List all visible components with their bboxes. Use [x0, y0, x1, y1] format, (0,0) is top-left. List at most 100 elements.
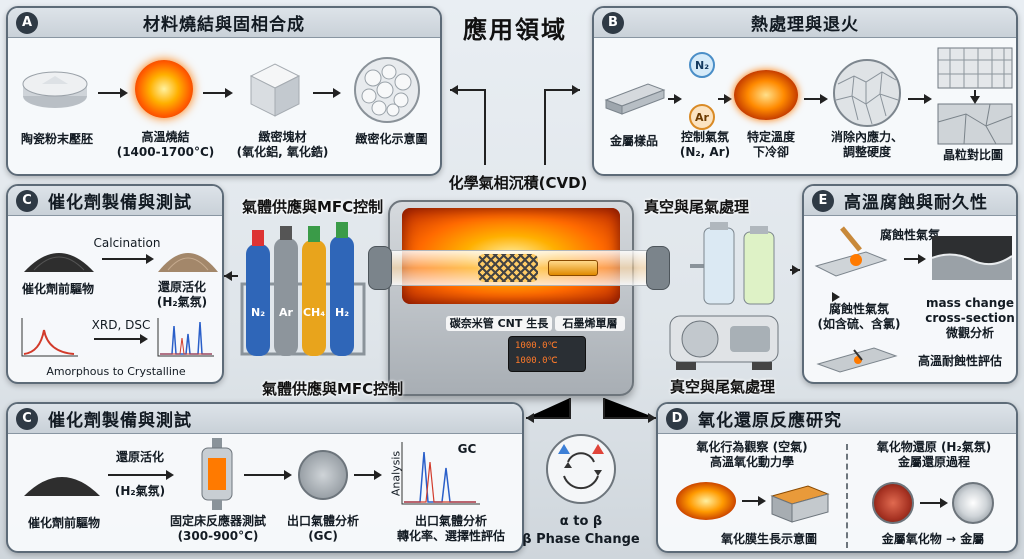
panel-c1-badge: C [16, 189, 38, 212]
panel-c1-catalyst: C 催化劑製備與測試 Calcination 催化劑前驅物 還原活化(H₂氣氛)… [6, 184, 224, 384]
panel-d-divider [846, 444, 848, 548]
ceramic-pellet-icon [22, 71, 88, 108]
panel-a-step2-label: 高溫燒結(1400-1700°C) [116, 130, 215, 159]
c2-precursor-label: 催化劑前驅物 [27, 516, 100, 530]
c2-activation-atmosphere-label: (H₂氣氛) [114, 484, 166, 498]
temperature-display-1: 1000.0℃ [515, 341, 558, 351]
panel-b-step4-label: 消除內應力、調整硬度 [830, 130, 903, 159]
arrow-a2 [203, 88, 233, 98]
metal-oxide-icon [872, 482, 914, 524]
panel-d-badge: D [666, 407, 688, 430]
arrow-b2 [718, 94, 732, 104]
alpha-beta-label: α to β [559, 514, 603, 529]
arrow-e1 [904, 254, 926, 264]
panel-d-redox: D 氧化還原反應研究 氧化行為觀察 (空氣)高溫氧化動力學 氧化膜生長示意圖 氧… [656, 402, 1018, 553]
c2-outlet-gc-label: 出口氣體分析(GC) [286, 514, 359, 543]
xrd-dsc-label: XRD, DSC [91, 318, 151, 332]
cylinder-ch4-label: CH₄ [302, 306, 326, 319]
arrow-c2-2 [244, 470, 292, 480]
gas-cylinders-icon [240, 222, 366, 356]
panel-c2-catalyst-testing: C 催化劑製備與測試 還原活化 (H₂氣氛) Analysis GC 催化劑前驅… [6, 402, 524, 553]
xrd-crystalline-plot [157, 318, 214, 357]
fixed-bed-reactor-icon [201, 438, 233, 510]
arrow-c1-calcination [102, 254, 154, 264]
grain-comparison-icon [937, 47, 1013, 145]
corroded-plate-icon [816, 347, 898, 373]
panel-d-title: 氧化還原反應研究 [698, 411, 842, 431]
arrow-c2-3 [354, 470, 382, 480]
cnt-mesh [478, 254, 538, 282]
furnace-control-panel: 1000.0℃ 1000.0℃ [508, 336, 586, 372]
panel-b-step5-label: 晶粒對比圖 [942, 148, 1003, 162]
panel-a-title: 材料燒結與固相合成 [143, 15, 305, 35]
phase-change-label: β Phase Change [522, 532, 640, 547]
arrow-b4 [908, 94, 932, 104]
arrow-a1 [98, 88, 128, 98]
c2-activation-label: 還原活化 [115, 450, 164, 464]
tube-endcap-right [646, 246, 670, 290]
panel-b-step3-label: 特定溫度下冷卻 [746, 130, 795, 159]
xrd-amorphous-plot [21, 318, 78, 357]
panel-b-badge: B [602, 11, 624, 34]
arrow-b1 [668, 94, 682, 104]
phase-change-cycle-icon [546, 434, 616, 504]
sintering-fire-icon [135, 60, 193, 118]
densification-microstructure-icon [354, 57, 420, 123]
cvd-title: 化學氣相沉積(CVD) [448, 174, 588, 192]
gc-sample-microstructure-icon [298, 450, 348, 500]
analysis-axis-label: Analysis [389, 450, 403, 497]
precursor-powder-pile-icon [24, 253, 94, 272]
arrow-c2-1 [108, 470, 174, 480]
c2-fixed-bed-label: 固定床反應器測試(300-900°C) [169, 514, 266, 543]
gas-supply-label-top: 氣體供應與MFC控制 [242, 198, 384, 216]
corrosion-eval-label: 高溫耐蝕性評估 [917, 354, 1002, 368]
scrubber-bottles-icon [690, 222, 775, 305]
metal-reduction-caption: 金屬氧化物 → 金屬 [881, 532, 985, 546]
graphene-label: 石墨烯單層 [555, 316, 625, 331]
title-connector-arrows [450, 85, 580, 165]
cylinder-ar-label: Ar [279, 306, 293, 319]
metal-sample-icon [604, 83, 666, 115]
cylinder-n2-label: N₂ [250, 306, 266, 319]
oxide-film-caption: 氧化膜生長示意圖 [720, 532, 817, 546]
gas-supply-label-bottom: 氣體供應與MFC控制 [262, 380, 404, 398]
temperature-display-2: 1000.0℃ [515, 356, 558, 366]
arrow-b3 [804, 94, 828, 104]
arrow-c1-xrd [94, 334, 148, 344]
gc-label: GC [457, 442, 477, 456]
cnt-growth-label: 碳奈米管 CNT 生長 [446, 316, 552, 331]
panel-c1-title: 催化劑製備與測試 [48, 193, 192, 213]
stress-relief-microstructure-icon [833, 59, 901, 127]
corrosive-atmosphere-top-label: 腐蝕性氣氛 [879, 228, 940, 242]
oxide-reduction-label: 氧化物還原 (H₂氣氛)金屬還原過程 [876, 440, 992, 469]
graphene-substrate [548, 260, 598, 276]
arrow-d1 [742, 496, 766, 506]
arrow-e2-down [832, 292, 840, 302]
panel-b-step1-label: 金屬樣品 [609, 134, 658, 148]
corrosion-sample-icon [814, 226, 888, 277]
panel-a-step3-label: 緻密塊材(氧化鋁, 氧化鋯) [236, 130, 329, 159]
panel-e-badge: E [812, 189, 834, 212]
arrow-d2 [920, 498, 948, 508]
panel-c1-precursor-label: 催化劑前驅物 [21, 282, 94, 296]
oxide-film-block-icon [770, 485, 830, 523]
corrosive-atmosphere-mid-label: 腐蝕性氣氛(如含硫、含氯) [817, 302, 901, 331]
main-title: 應用領域 [463, 16, 567, 44]
panel-e-title: 高溫腐蝕與耐久性 [844, 193, 988, 213]
panel-e-corrosion: E 高溫腐蝕與耐久性 腐蝕性氣氛 腐蝕性氣氛(如含硫、含氯) mass chan… [802, 184, 1018, 384]
oxidation-glow-icon [676, 482, 736, 520]
calcination-label: Calcination [93, 236, 161, 250]
oxidation-observe-label: 氧化行為觀察 (空氣)高溫氧化動力學 [696, 440, 808, 469]
vacuum-label-bottom: 真空與尾氣處理 [670, 378, 776, 396]
amorphous-to-crystalline-label: Amorphous to Crystalline [46, 365, 186, 378]
panel-a-badge: A [16, 11, 38, 34]
panel-a-sintering: A 材料燒結與固相合成 陶瓷粉末壓胚 高溫燒結(1400-1700°C) 緻密塊… [6, 6, 442, 176]
reduced-metal-icon [952, 482, 994, 524]
cross-section-image [932, 236, 1012, 280]
cylinder-h2-label: H₂ [334, 306, 350, 319]
vacuum-label-top: 真空與尾氣處理 [644, 198, 750, 216]
panel-a-step1-label: 陶瓷粉末壓胚 [20, 132, 93, 146]
c2-outlet-eval-label: 出口氣體分析轉化率、選擇性評估 [396, 514, 505, 543]
